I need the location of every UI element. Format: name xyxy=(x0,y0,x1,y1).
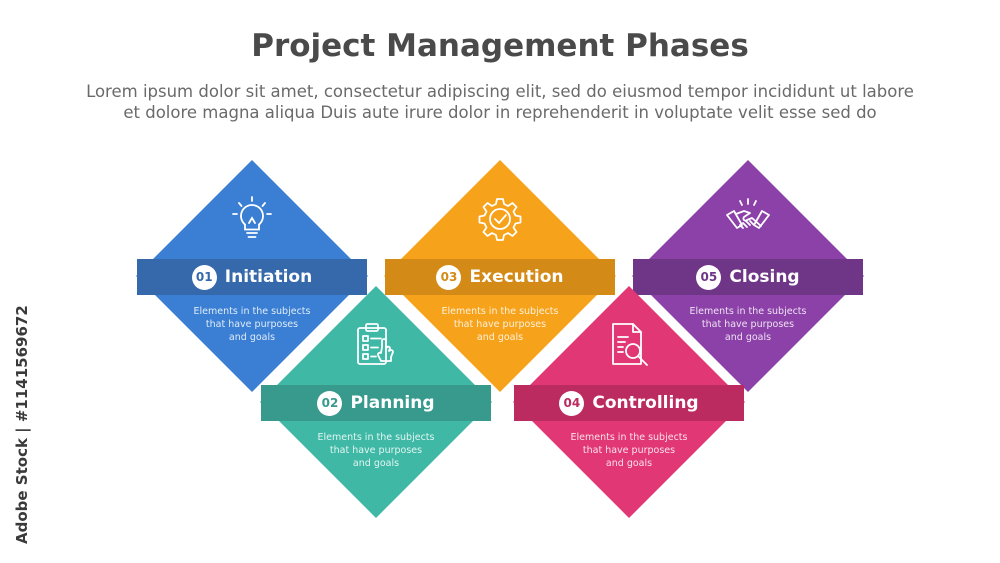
phase-description-line: that have purposes xyxy=(453,319,547,330)
gear-check-icon xyxy=(478,198,522,241)
page-title: Project Management Phases xyxy=(251,28,749,64)
phase-title-band: 02 Planning xyxy=(261,385,491,421)
stock-watermark: Adobe Stock | #1141569672 xyxy=(12,305,32,550)
phase-description-line: that have purposes xyxy=(329,445,423,456)
watermark-text: Adobe Stock | #1141569672 xyxy=(13,305,31,544)
phase-title-band: 03 Execution xyxy=(385,259,615,295)
phase-description-line: Elements in the subjects xyxy=(317,432,435,443)
phase-execution: 03 Execution Elements in the subjects th… xyxy=(384,160,616,392)
phase-description: Elements in the subjects that have purpo… xyxy=(182,305,322,344)
subtitle-line-1: Lorem ipsum dolor sit amet, consectetur … xyxy=(86,82,914,101)
phase-label: Controlling xyxy=(592,393,699,413)
phase-label: Planning xyxy=(350,393,435,413)
phase-label: Execution xyxy=(469,267,564,287)
page-subtitle: Lorem ipsum dolor sit amet, consectetur … xyxy=(40,81,960,123)
phase-label: Initiation xyxy=(224,267,313,287)
phase-description-line: Elements in the subjects xyxy=(689,306,807,317)
clipboard-checklist-icon xyxy=(357,323,394,365)
handshake-icon xyxy=(726,198,770,229)
phase-title-band: 05 Closing xyxy=(633,259,863,295)
phase-planning: 02 Planning Elements in the subjects tha… xyxy=(260,286,492,518)
phase-description-line: and goals xyxy=(476,332,524,343)
phase-initiation: 01 Initiation Elements in the subjects t… xyxy=(136,160,368,392)
phase-number-badge: 01 xyxy=(191,264,217,290)
phase-description: Elements in the subjects that have purpo… xyxy=(430,305,570,344)
phase-description: Elements in the subjects that have purpo… xyxy=(306,431,446,470)
phase-description-line: that have purposes xyxy=(205,319,299,330)
document-search-icon xyxy=(612,323,648,366)
phase-description-line: Elements in the subjects xyxy=(570,432,688,443)
phase-description-line: and goals xyxy=(724,332,772,343)
phase-description: Elements in the subjects that have purpo… xyxy=(678,305,818,344)
phase-description: Elements in the subjects that have purpo… xyxy=(559,431,699,470)
phase-description-line: and goals xyxy=(605,458,653,469)
phase-title-band: 01 Initiation xyxy=(137,259,367,295)
subtitle-line-2: et dolore magna aliqua Duis aute irure d… xyxy=(123,103,877,122)
lightbulb-icon xyxy=(232,196,272,238)
phase-description-line: that have purposes xyxy=(582,445,676,456)
phase-number-badge: 05 xyxy=(696,264,722,290)
phase-description-line: and goals xyxy=(352,458,400,469)
phase-number-badge: 03 xyxy=(436,264,462,290)
phase-controlling: 04 Controlling Elements in the subjects … xyxy=(513,286,745,518)
phase-description-line: and goals xyxy=(228,332,276,343)
phase-label: Closing xyxy=(729,267,800,287)
phase-description-line: that have purposes xyxy=(701,319,795,330)
phase-description-line: Elements in the subjects xyxy=(193,306,311,317)
phase-number-badge: 02 xyxy=(317,390,343,416)
phase-closing: 05 Closing Elements in the subjects that… xyxy=(632,160,864,392)
phase-title-band: 04 Controlling xyxy=(514,385,744,421)
phase-description-line: Elements in the subjects xyxy=(441,306,559,317)
phase-number-badge: 04 xyxy=(559,390,585,416)
